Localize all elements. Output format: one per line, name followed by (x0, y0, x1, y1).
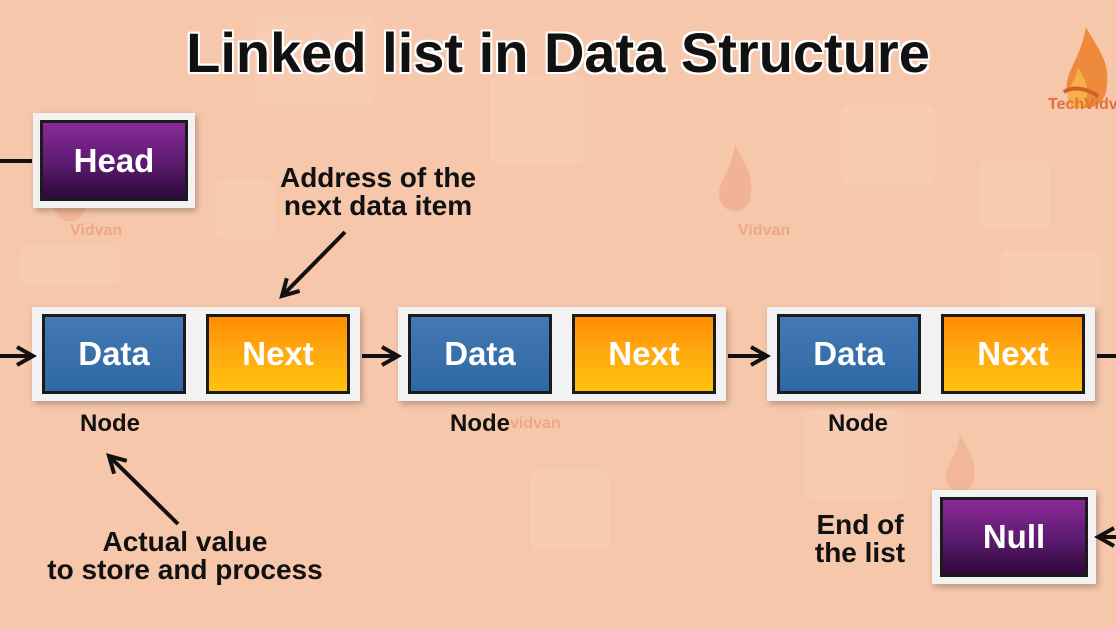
node-caption: Node (450, 410, 510, 437)
arrow-icon (282, 230, 347, 296)
bg-square (980, 160, 1050, 230)
bg-square (1000, 250, 1100, 310)
address-caption-line: Address of the (279, 162, 477, 193)
watermark-flame-icon (718, 145, 752, 212)
bg-square (490, 75, 585, 165)
data-cell: Data (777, 314, 921, 394)
node-caption: Node (828, 410, 888, 437)
bg-square (805, 410, 905, 500)
node-caption: Node (80, 410, 140, 437)
next-cell: Next (941, 314, 1085, 394)
watermark-text: vidvan (510, 415, 561, 432)
logo-text: TechVidvan (1048, 96, 1116, 113)
bg-square (20, 245, 120, 285)
watermark-text: Vidvan (738, 222, 791, 239)
address-caption: Address of the next data item (258, 164, 498, 220)
next-cell: Next (206, 314, 350, 394)
flame-logo-icon (1062, 27, 1108, 109)
bg-square (530, 470, 610, 550)
bg-square (840, 105, 935, 185)
next-cell: Next (572, 314, 716, 394)
address-caption-line: next data item (283, 190, 473, 221)
watermark-text: Vidvan (70, 222, 123, 239)
watermark-flame-icon (945, 434, 975, 493)
bg-square (255, 15, 375, 105)
value-caption: Actual value to store and process (20, 528, 350, 584)
value-caption-line: to store and process (47, 554, 323, 585)
page-title: Linked list in Data Structure (186, 21, 930, 84)
end-caption-line: End of (816, 509, 904, 540)
data-cell: Data (42, 314, 186, 394)
null-cell: Null (940, 497, 1088, 577)
value-caption-line: Actual value (102, 526, 268, 557)
arrow-icon (109, 456, 180, 526)
data-cell: Data (408, 314, 552, 394)
end-caption: End of the list (798, 511, 922, 567)
end-caption-line: the list (814, 537, 906, 568)
head-cell: Head (40, 120, 188, 201)
bg-square (215, 180, 275, 240)
